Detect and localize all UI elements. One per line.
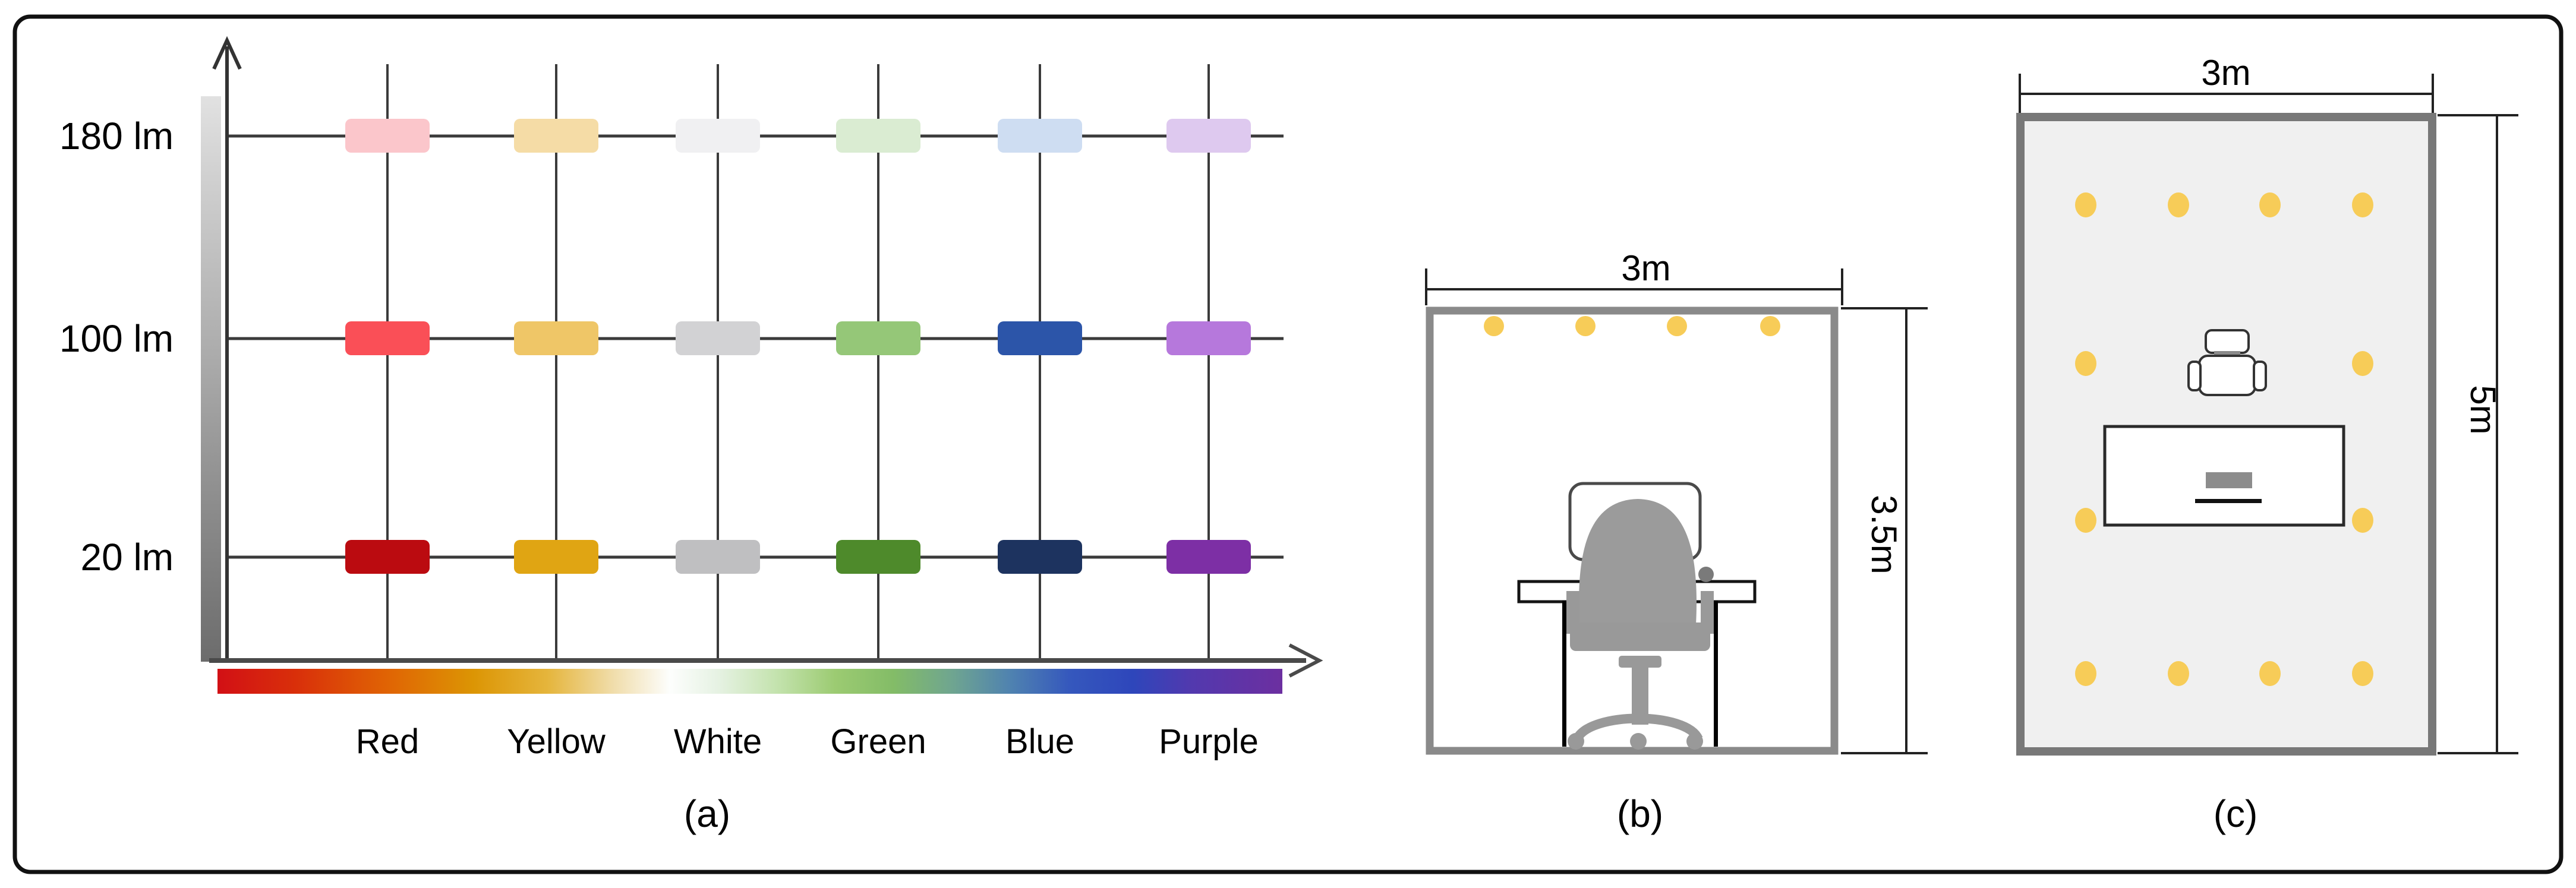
light-dot xyxy=(2075,508,2096,533)
panel-c: 3m xyxy=(2016,53,2518,835)
workstation-side-view xyxy=(1517,482,1757,750)
chair-wheel xyxy=(1568,733,1584,750)
dim-width-b xyxy=(1425,268,1843,305)
swatch-180-purple xyxy=(1166,119,1251,153)
ceiling-lights-c xyxy=(2075,192,2373,686)
dim-height-label-c: 5m xyxy=(2463,385,2503,434)
dim-height-label-b: 3.5m xyxy=(1864,495,1904,574)
swatch-20-red xyxy=(345,540,430,574)
ceiling-lights-b xyxy=(1484,316,1780,336)
chair-base xyxy=(1572,713,1703,742)
light-dot xyxy=(1484,316,1504,336)
light-dot xyxy=(2352,192,2373,217)
keyboard xyxy=(2206,472,2252,488)
swatch-20-white xyxy=(676,540,760,574)
chair-seat-b xyxy=(1570,622,1710,651)
desk-leg-left xyxy=(1562,601,1566,747)
chair-top-view xyxy=(2187,329,2267,396)
swatch-100-purple xyxy=(1166,321,1251,355)
dim-height-c xyxy=(2438,114,2518,754)
swatch-100-yellow xyxy=(514,321,598,355)
light-dot xyxy=(1760,316,1780,336)
light-dot xyxy=(2259,661,2281,686)
light-dot xyxy=(2352,351,2373,376)
person-hand xyxy=(1698,567,1714,582)
swatch-100-blue xyxy=(998,321,1082,355)
panel-b: 3m 3.5m xyxy=(1425,248,1928,835)
y-label-100lm: 100 lm xyxy=(59,317,174,360)
chair-armrest-right-c xyxy=(2253,361,2267,391)
luminance-gradient-bar xyxy=(201,96,221,662)
chair-lift-plate xyxy=(1619,656,1661,668)
x-label-white: White xyxy=(674,722,762,761)
chair-armrest-left xyxy=(1566,591,1579,634)
swatch-grid xyxy=(345,119,1251,574)
light-dot xyxy=(2168,192,2189,217)
swatch-180-red xyxy=(345,119,430,153)
y-axis-arrow-icon xyxy=(212,36,242,70)
x-axis xyxy=(209,643,1323,678)
panel-a: 180 lm 100 lm 20 lm Red Yellow White Gre… xyxy=(59,36,1323,835)
chair-wheel xyxy=(1686,733,1703,750)
swatch-20-blue xyxy=(998,540,1082,574)
swatch-180-yellow xyxy=(514,119,598,153)
light-dot xyxy=(2075,192,2096,217)
chair-seat-c xyxy=(2198,355,2256,396)
swatch-100-white xyxy=(676,321,760,355)
light-dot xyxy=(2259,192,2281,217)
x-label-blue: Blue xyxy=(1005,722,1074,761)
chair-wheel xyxy=(1630,733,1647,750)
pen-line xyxy=(2195,499,2262,503)
light-dot xyxy=(1667,316,1687,336)
y-label-20lm: 20 lm xyxy=(81,536,174,579)
chair-armrest-right xyxy=(1701,591,1714,634)
caption-b: (b) xyxy=(1617,792,1663,835)
y-axis xyxy=(212,36,242,661)
swatch-180-green xyxy=(836,119,920,153)
x-label-red: Red xyxy=(356,722,419,761)
dim-width-c xyxy=(2019,74,2434,116)
person-silhouette xyxy=(1579,499,1697,625)
dim-width-label-c: 3m xyxy=(2201,53,2250,93)
light-dot xyxy=(2168,661,2189,686)
dim-height-b xyxy=(1841,307,1928,754)
swatch-20-yellow xyxy=(514,540,598,574)
color-gradient-bar xyxy=(217,669,1282,694)
light-dot xyxy=(2075,351,2096,376)
swatch-20-green xyxy=(836,540,920,574)
desk-leg-right xyxy=(1714,601,1718,747)
swatch-180-blue xyxy=(998,119,1082,153)
x-label-green: Green xyxy=(830,722,926,761)
x-label-yellow: Yellow xyxy=(507,722,606,761)
light-dot xyxy=(1575,316,1596,336)
y-label-180lm: 180 lm xyxy=(59,115,174,157)
chair-connector-c xyxy=(2214,351,2240,357)
swatch-180-white xyxy=(676,119,760,153)
swatch-20-purple xyxy=(1166,540,1251,574)
light-dot xyxy=(2352,661,2373,686)
swatch-100-red xyxy=(345,321,430,355)
dim-width-label-b: 3m xyxy=(1621,248,1670,288)
x-label-purple: Purple xyxy=(1159,722,1259,761)
caption-c: (c) xyxy=(2214,792,2258,835)
x-axis-arrow-icon xyxy=(1288,643,1323,678)
light-dot xyxy=(2075,661,2096,686)
swatch-100-green xyxy=(836,321,920,355)
desk-top-view xyxy=(2103,425,2345,527)
light-dot xyxy=(2352,508,2373,533)
chair-backrest-c xyxy=(2205,329,2250,354)
chair-armrest-left-c xyxy=(2187,361,2202,391)
caption-a: (a) xyxy=(684,792,730,835)
